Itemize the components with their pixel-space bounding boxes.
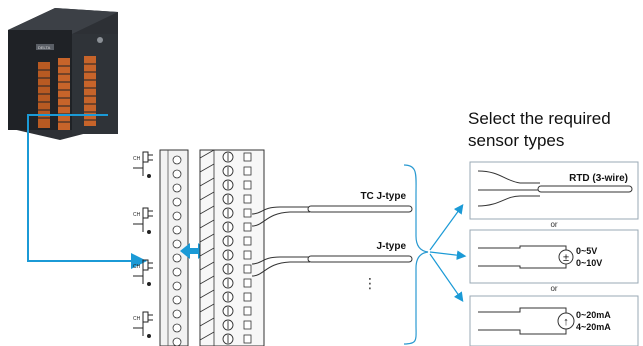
current-range-1: 0~20mA: [576, 310, 611, 320]
current-symbol: ↑: [563, 316, 569, 328]
svg-text:CH: CH: [133, 156, 141, 162]
sensor-box-rtd: RTD (3-wire): [470, 162, 638, 219]
callout-arrow: [28, 115, 143, 261]
sensor-box-voltage: ± 0~5V 0~10V: [470, 230, 638, 283]
channel-symbols: CH CH CH CH: [133, 152, 153, 338]
sensor-arrows: [430, 206, 464, 300]
voltage-range-1: 0~5V: [576, 246, 597, 256]
svg-text:CH: CH: [133, 264, 141, 270]
voltage-range-2: 0~10V: [576, 258, 602, 268]
plc-terminals: [38, 56, 96, 130]
svg-text:CH: CH: [133, 316, 141, 322]
plc-brand: DELTA: [38, 45, 51, 50]
tc-jtype-label: TC J-type: [360, 191, 406, 202]
plc-knob-icon: [97, 37, 103, 43]
plc-module: DELTA: [8, 8, 118, 140]
current-range-2: 4~20mA: [576, 322, 611, 332]
more-channels-ellipsis: ⋮: [363, 275, 377, 291]
sensor-box-current: ↑ 0~20mA 4~20mA: [470, 296, 638, 346]
right-terminal-strip: [200, 150, 264, 346]
tc-probes: [308, 206, 412, 262]
brace-icon: [404, 165, 428, 344]
or-label-2: or: [550, 284, 557, 293]
svg-text:CH: CH: [133, 212, 141, 218]
rtd-label: RTD (3-wire): [569, 173, 628, 184]
jtype-label: J-type: [377, 241, 407, 252]
voltage-symbol: ±: [563, 252, 569, 264]
or-label-1: or: [550, 220, 557, 229]
